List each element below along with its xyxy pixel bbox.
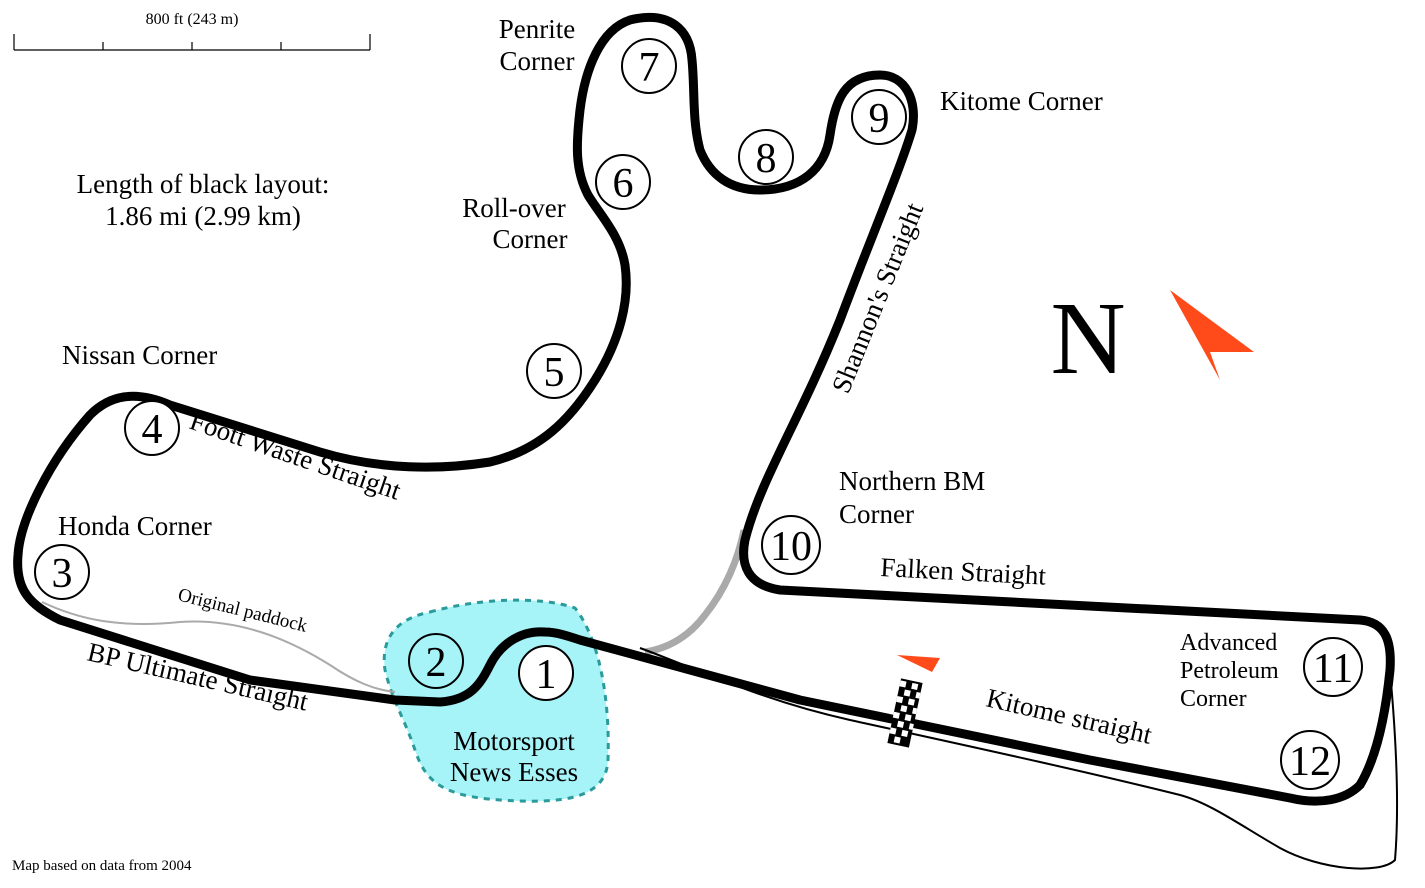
label-advanced-2: Petroleum [1180, 658, 1279, 684]
label-penrite-2: Corner [500, 46, 575, 76]
turn-6: 6 [595, 154, 651, 210]
length-line2: 1.86 mi (2.99 km) [105, 201, 301, 231]
turn-4: 4 [124, 400, 180, 456]
label-northern-1: Northern BM [839, 466, 985, 496]
label-advanced-1: Advanced [1180, 630, 1277, 656]
turn-3: 3 [34, 544, 90, 600]
svg-text:3: 3 [52, 551, 73, 597]
turn-2: 2 [408, 633, 464, 689]
svg-text:5: 5 [544, 350, 565, 396]
svg-text:11: 11 [1313, 646, 1353, 692]
label-paddock: Original paddock [176, 584, 310, 637]
label-bp: BP Ultimate Straight [85, 637, 312, 717]
turn-11: 11 [1303, 637, 1363, 697]
length-line1: Length of black layout: [77, 169, 330, 199]
label-honda: Honda Corner [58, 511, 212, 541]
north-letter: N [1050, 281, 1125, 396]
north-arrow-icon [1170, 290, 1254, 380]
label-motorsport-2: News Esses [450, 757, 578, 787]
svg-text:9: 9 [869, 96, 890, 142]
footer-note: Map based on data from 2004 [12, 858, 192, 874]
label-kitome-corner: Kitome Corner [940, 86, 1103, 116]
svg-text:10: 10 [770, 524, 812, 570]
label-northern-2: Corner [839, 499, 914, 529]
start-finish-line [887, 678, 923, 748]
turn-1: 1 [518, 645, 574, 701]
turn-5: 5 [526, 343, 582, 399]
svg-text:4: 4 [142, 407, 163, 453]
turn-10: 10 [761, 515, 821, 575]
label-rollover-2: Corner [493, 224, 568, 254]
turn-9: 9 [851, 89, 907, 145]
pit-loop [639, 647, 1399, 870]
scale-bar: 800 ft (243 m) [13, 11, 371, 51]
label-falken: Falken Straight [880, 552, 1048, 591]
svg-text:12: 12 [1289, 739, 1331, 785]
label-rollover-1: Roll-over [462, 193, 565, 223]
scale-label: 800 ft (243 m) [146, 11, 239, 28]
red-flag-icon [897, 655, 940, 672]
svg-text:8: 8 [756, 136, 777, 182]
svg-text:1: 1 [536, 652, 557, 698]
turn-7: 7 [621, 38, 677, 94]
svg-text:6: 6 [613, 161, 634, 207]
original-paddock-line [41, 601, 396, 693]
label-advanced-3: Corner [1180, 686, 1247, 712]
svg-text:2: 2 [426, 640, 447, 686]
turn-8: 8 [738, 129, 794, 185]
main-track [13, 12, 1395, 806]
svg-text:7: 7 [639, 45, 660, 91]
label-penrite-1: Penrite [499, 14, 575, 44]
turn-12: 12 [1280, 730, 1340, 790]
label-motorsport-1: Motorsport [453, 726, 575, 756]
label-nissan: Nissan Corner [62, 340, 217, 370]
label-foott: Foott Waste Straight [186, 405, 405, 505]
turn-markers: 1 2 3 4 5 6 7 8 9 10 11 12 [34, 38, 1363, 790]
old-connector [644, 529, 748, 656]
